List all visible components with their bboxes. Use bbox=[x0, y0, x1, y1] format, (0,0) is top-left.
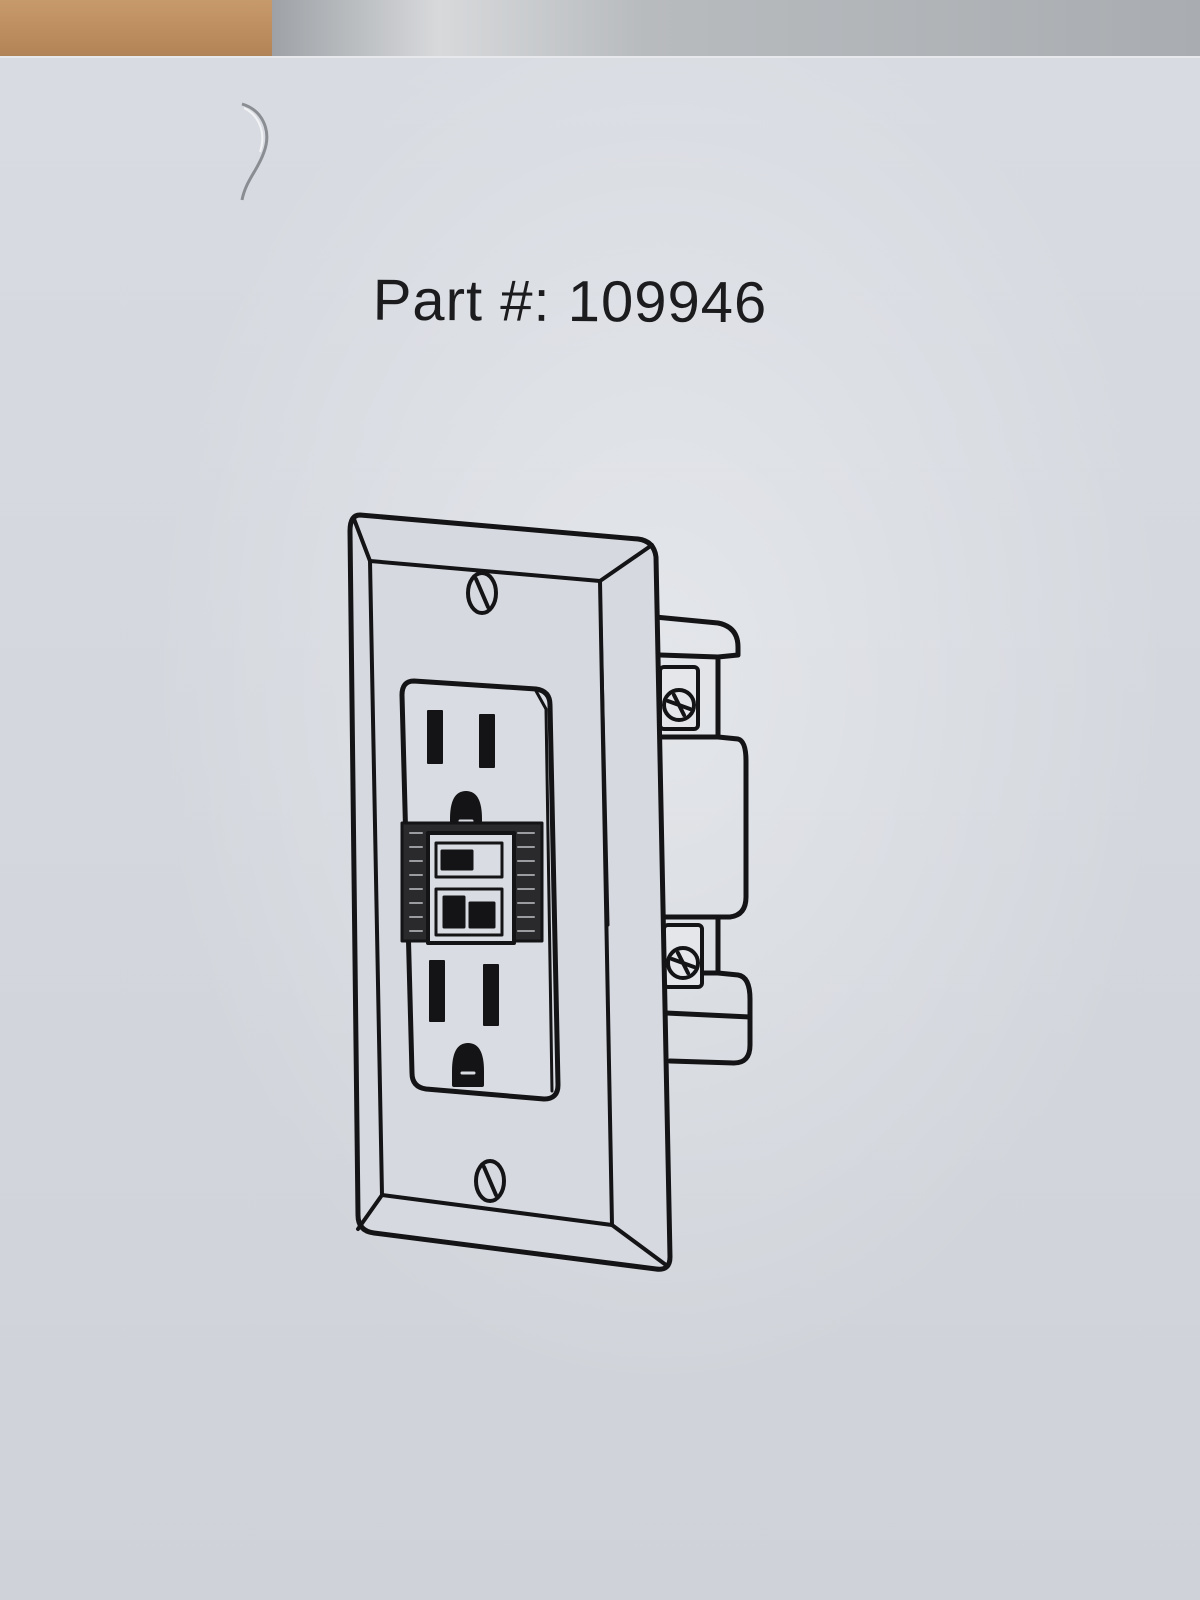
ground-bottom bbox=[452, 1043, 484, 1087]
slot-bottom-left bbox=[429, 960, 445, 1022]
part-number-label: Part #: 109946 bbox=[372, 267, 768, 336]
gfci-outlet-icon bbox=[330, 505, 790, 1305]
slot-top-left bbox=[427, 710, 443, 764]
slot-bottom-right bbox=[483, 964, 499, 1026]
slot-top-right bbox=[479, 714, 495, 768]
terminal-screw-top bbox=[658, 665, 700, 731]
terminal-screw-bottom bbox=[662, 923, 704, 989]
plate-screw-bottom bbox=[474, 1159, 506, 1203]
gfci-button-band bbox=[400, 821, 544, 945]
plate-screw-top bbox=[466, 571, 498, 615]
paper-tear-mark bbox=[240, 102, 269, 201]
